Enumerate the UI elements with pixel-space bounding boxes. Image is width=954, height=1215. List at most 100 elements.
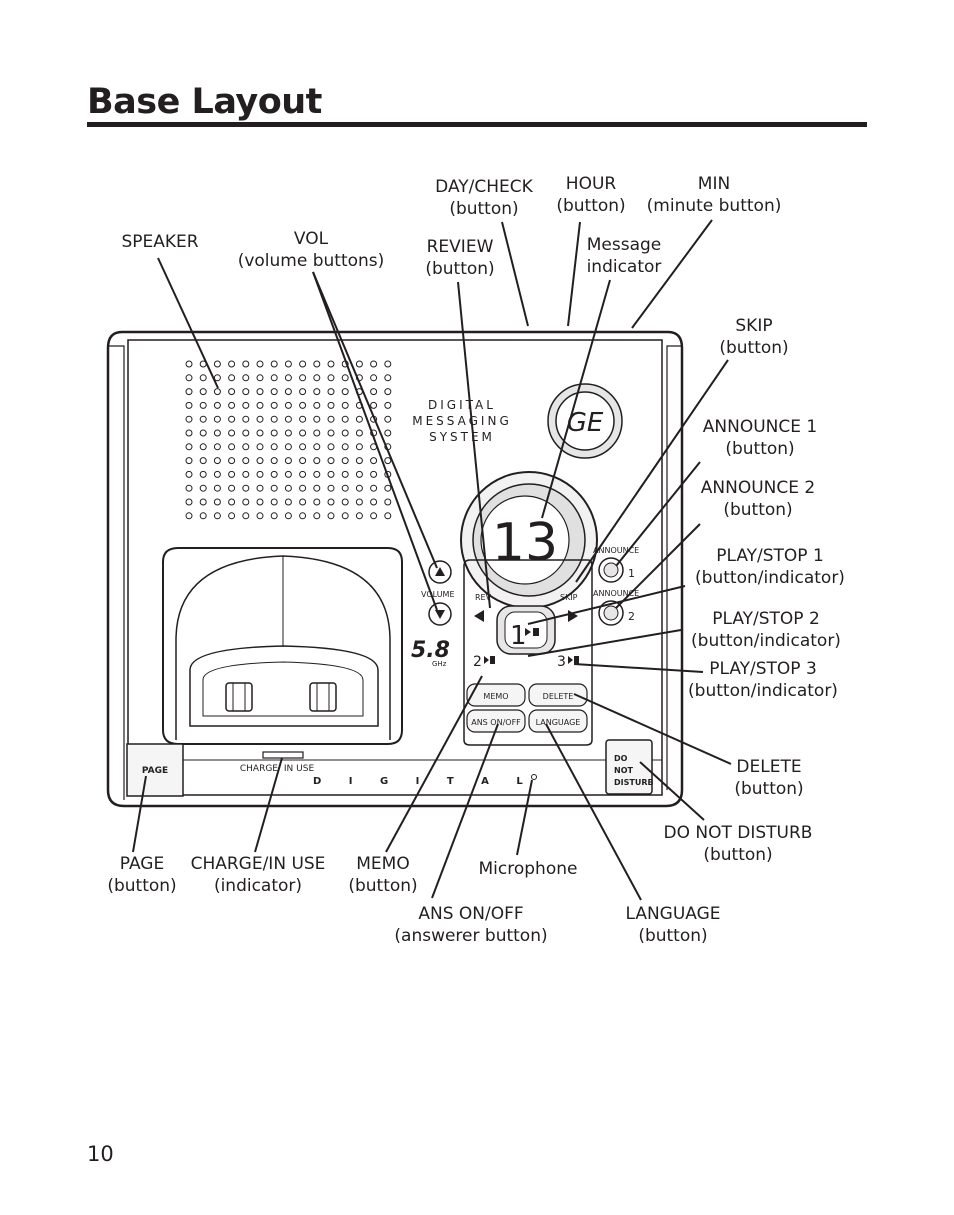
speaker-hole [384,457,392,465]
speaker-hole [228,388,236,396]
speaker-hole [313,429,321,437]
callout-play-stop-3: PLAY/STOP 3(button/indicator) [688,659,838,701]
speaker-hole [284,401,292,409]
speaker-hole [327,360,335,368]
speaker-hole [242,401,250,409]
volume-buttons[interactable]: VOLUME [421,560,455,626]
ge-logo: GE [547,383,623,459]
speaker-hole [299,401,307,409]
speaker-hole [284,484,292,492]
speaker-hole [355,429,363,437]
speaker-hole [341,443,349,451]
speaker-hole [370,484,378,492]
speaker-hole [270,360,278,368]
speaker-hole [228,484,236,492]
speaker-hole [370,360,378,368]
speaker-hole [327,443,335,451]
speaker-hole [270,388,278,396]
speaker-hole [256,415,264,423]
page-button[interactable]: PAGE [126,743,184,797]
brand-text: DIGITAL MESSAGING SYSTEM [412,398,509,444]
callout-charge-in-use: CHARGE/IN USE(indicator) [190,854,326,896]
frequency-value: 5.8 [411,638,450,663]
play-stop-2-button[interactable]: 2 [473,654,495,670]
delete-button[interactable] [528,683,588,707]
delete-label: DELETE [543,692,574,701]
speaker-hole [213,429,221,437]
speaker-hole [341,457,349,465]
speaker-hole [242,512,250,520]
speaker-hole [256,498,264,506]
speaker-hole [270,415,278,423]
speaker-hole [313,457,321,465]
speaker-hole [327,388,335,396]
callout-memo: MEMO(button) [348,854,418,896]
speaker-hole [313,443,321,451]
stop-icon [574,656,579,664]
speaker-hole [213,388,221,396]
control-pad [463,559,593,746]
frequency-mark: 5.8 GHz [411,638,450,668]
speaker-hole [299,429,307,437]
speaker-hole [313,360,321,368]
speaker-hole [270,457,278,465]
message-count: 13 [492,513,558,573]
speaker-hole [355,360,363,368]
play-stop-3-button[interactable]: 3 [557,654,579,670]
speaker-hole [213,374,221,382]
play-stop-1-button[interactable]: 1 [496,605,556,655]
speaker-hole [299,360,307,368]
callout-skip: SKIP(button) [719,316,789,358]
play-stop-1-number: 1 [510,621,527,651]
speaker-hole [384,484,392,492]
callout-hour: HOUR(button) [556,174,626,216]
speaker-hole [213,401,221,409]
speaker-hole [355,457,363,465]
speaker-hole [384,374,392,382]
speaker-hole [341,484,349,492]
stop-icon [490,656,495,664]
speaker-hole [185,401,193,409]
speaker-hole [185,443,193,451]
language-button[interactable] [528,709,588,733]
dnd-line-1: DO [614,754,628,763]
speaker-hole [242,429,250,437]
speaker-hole [327,401,335,409]
speaker-hole [313,498,321,506]
rev-button[interactable]: REV [474,593,492,622]
speaker-hole [228,429,236,437]
speaker-hole [370,374,378,382]
speaker-hole [341,374,349,382]
speaker-hole [341,388,349,396]
speaker-hole [284,512,292,520]
speaker-hole [185,512,193,520]
speaker-hole [242,415,250,423]
memo-button[interactable] [466,683,526,707]
speaker-hole [299,457,307,465]
speaker-hole [341,429,349,437]
rev-label: REV [475,593,492,602]
page-title: Base Layout [87,82,322,122]
handset-cradle [162,547,403,759]
skip-button[interactable]: SKIP [560,593,578,622]
speaker-hole [299,443,307,451]
speaker-hole [185,429,193,437]
callout-do-not-disturb: DO NOT DISTURB(button) [663,823,813,865]
callout-min: MIN(minute button) [646,174,782,216]
speaker-hole [284,443,292,451]
play-icon [525,628,531,636]
speaker-hole [242,374,250,382]
callout-vol: VOL(volume buttons) [237,229,385,271]
speaker-hole [228,374,236,382]
frequency-unit: GHz [432,660,447,668]
speaker-hole [199,512,207,520]
speaker-hole [270,498,278,506]
speaker-hole [242,470,250,478]
speaker-hole [256,470,264,478]
speaker-hole [313,484,321,492]
announce-1-button[interactable]: ANNOUNCE 1 [593,546,639,583]
do-not-disturb-button[interactable]: DO NOT DISTURB [605,739,654,795]
speaker-hole [341,415,349,423]
speaker-hole [313,388,321,396]
speaker-hole [384,415,392,423]
